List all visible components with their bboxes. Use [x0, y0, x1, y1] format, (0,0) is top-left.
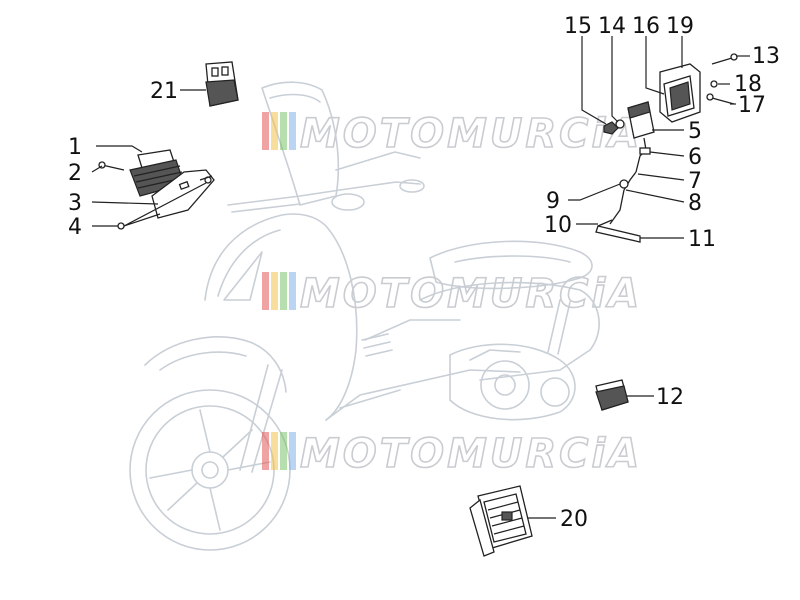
part-16-19-bracket — [659, 63, 701, 123]
part-11-bracket — [595, 225, 641, 243]
callout-3: 3 — [68, 191, 82, 216]
callout-14: 14 — [598, 14, 626, 39]
callout-17: 17 — [738, 93, 766, 118]
callout-13: 13 — [752, 44, 780, 69]
watermark-text: MOTOMURCiA — [300, 111, 642, 157]
part-7-8-cable-terminal — [609, 171, 637, 225]
callout-1: 1 — [68, 135, 82, 160]
callout-7: 7 — [688, 169, 702, 194]
callout-20: 20 — [560, 507, 588, 532]
part-3-regulator-cover — [151, 169, 215, 219]
callout-8: 8 — [688, 191, 702, 216]
callout-10: 10 — [544, 213, 572, 238]
callout-11: 11 — [688, 227, 716, 252]
part-12-relay — [595, 379, 629, 411]
callout-21: 21 — [150, 79, 178, 104]
scooter-silhouette — [129, 81, 600, 551]
part-15-nut — [603, 121, 619, 135]
part-13-screw — [711, 53, 738, 65]
part-6-cable — [635, 137, 651, 173]
callout-15: 15 — [564, 14, 592, 39]
callout-6: 6 — [688, 145, 702, 170]
watermark: MOTOMURCiA — [262, 110, 642, 158]
watermark: MOTOMURCiA — [262, 430, 642, 478]
part-5-relay — [627, 101, 655, 139]
callout-16: 16 — [632, 14, 660, 39]
callout-12: 12 — [656, 385, 684, 410]
part-2-screw — [98, 161, 125, 171]
callout-18: 18 — [734, 72, 762, 97]
watermark: MOTOMURCiA — [262, 270, 642, 318]
callout-9: 9 — [546, 189, 560, 214]
part-21-connector-cap — [205, 61, 239, 107]
leader-lines — [91, 36, 750, 519]
callout-labels: 21 1 2 3 4 15 14 16 19 13 18 17 5 6 7 8 … — [68, 14, 780, 532]
part-17-screw — [706, 93, 735, 105]
callout-2: 2 — [68, 161, 82, 186]
callout-4: 4 — [68, 215, 82, 240]
part-10-ground-lead — [597, 219, 613, 227]
callout-19: 19 — [666, 14, 694, 39]
part-20-voltage-regulator — [469, 485, 533, 557]
watermark-text: MOTOMURCiA — [300, 431, 642, 477]
part-18-washer — [710, 80, 718, 88]
callout-5: 5 — [688, 119, 702, 144]
watermark-text: MOTOMURCiA — [300, 271, 642, 317]
